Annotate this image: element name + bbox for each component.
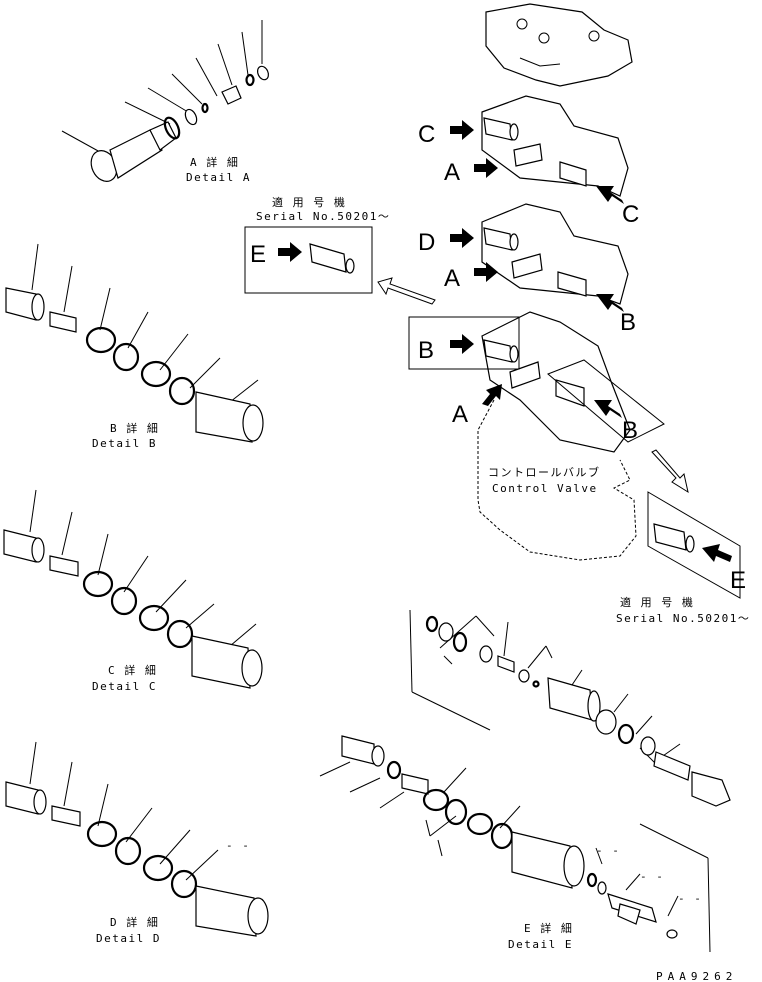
e-plug-part	[309, 243, 347, 273]
detail-d-jp-label: D 詳 細	[110, 915, 159, 929]
arrow-icon	[594, 400, 622, 418]
callout-b-upper: B	[620, 309, 636, 336]
serial-top-en: Serial No.50201～	[256, 210, 390, 223]
detail-b-lower-box	[547, 359, 665, 443]
detail-e-right-box	[647, 491, 741, 599]
arrow-icon	[278, 242, 302, 262]
detail-e-box	[244, 226, 373, 294]
callout-b-box: B	[418, 337, 434, 364]
callout-a-3: A	[452, 401, 468, 428]
callout-e-box: E	[250, 241, 266, 268]
detail-d-en-label: Detail D	[96, 932, 161, 945]
callout-e-right: E	[730, 567, 746, 594]
control-valve-en: Control Valve	[492, 482, 598, 495]
callout-b-lower: B	[622, 417, 638, 444]
control-valve-body	[477, 3, 637, 561]
arrow-icon	[450, 120, 474, 140]
detail-a-jp-label: A 詳 細	[190, 155, 239, 169]
serial-right-en: Serial No.50201～	[616, 612, 750, 625]
callout-a-2: A	[444, 265, 460, 292]
serial-top-jp: 適 用 号 機	[272, 195, 346, 209]
arrow-icon	[474, 158, 498, 178]
callout-a-1: A	[444, 159, 460, 186]
detail-b-callout-box	[408, 316, 520, 370]
serial-right-jp: 適 用 号 機	[620, 595, 694, 609]
detail-e-dash-3: - -	[678, 892, 702, 905]
control-valve-jp: コントロールバルブ	[488, 465, 601, 479]
detail-e-dash-2: - -	[640, 870, 664, 883]
detail-c-en-label: Detail C	[92, 680, 157, 693]
detail-a-assembly	[61, 20, 270, 182]
arrow-icon	[450, 334, 474, 354]
arrow-icon	[474, 262, 498, 282]
arrow-icon	[596, 294, 624, 312]
detail-b-en-label: Detail B	[92, 437, 157, 450]
detail-b-assembly	[5, 243, 264, 443]
arrow-icon	[482, 384, 502, 406]
callout-c-upper: C	[418, 121, 435, 148]
detail-e-dash-1: - -	[596, 844, 620, 857]
arrow-icon	[596, 186, 624, 204]
detail-d-assembly	[5, 741, 269, 937]
detail-e-jp-label: E 詳 細	[524, 921, 573, 935]
hollow-arrow-icon	[651, 449, 689, 494]
hollow-arrow-icon	[377, 277, 436, 305]
detail-d-dash: - -	[226, 839, 250, 852]
detail-c-assembly	[3, 489, 263, 689]
callout-c-lower: C	[622, 201, 639, 228]
detail-a-en-label: Detail A	[186, 171, 251, 184]
detail-b-jp-label: B 詳 細	[110, 421, 159, 435]
callout-d: D	[418, 229, 435, 256]
arrow-icon	[450, 228, 474, 248]
detail-e-assembly	[319, 609, 731, 953]
arrow-icon	[702, 544, 732, 562]
detail-e-en-label: Detail E	[508, 938, 573, 951]
drawing-number: PAA9262	[656, 970, 737, 982]
detail-c-jp-label: C 詳 細	[108, 663, 157, 677]
